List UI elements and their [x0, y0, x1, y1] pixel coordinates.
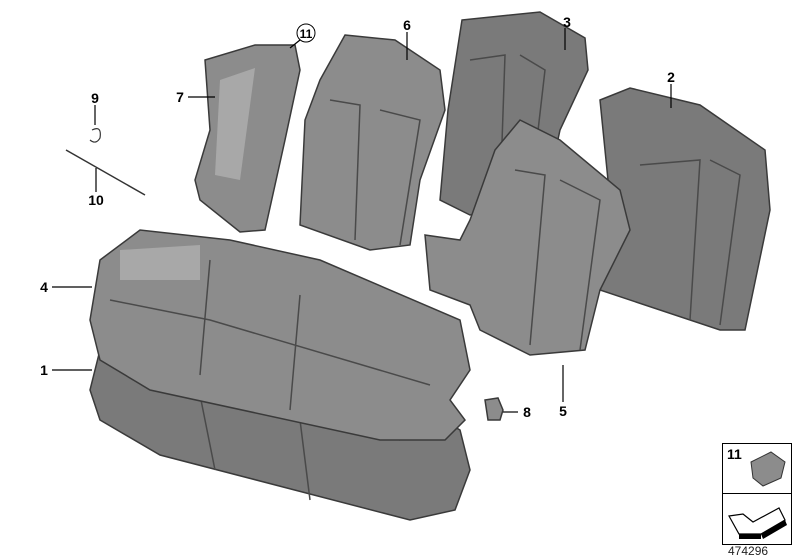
- callout-2: 2: [667, 69, 675, 85]
- callout-9: 9: [91, 90, 99, 106]
- part-10-wire[interactable]: [65, 149, 146, 196]
- leader-lines: [52, 28, 672, 413]
- legend-part-number: 11: [727, 446, 742, 462]
- part-4-seat-cover[interactable]: [89, 229, 471, 441]
- part-5-backrest[interactable]: [424, 119, 631, 356]
- callout-8: 8: [523, 404, 531, 420]
- callout-6: 6: [403, 17, 411, 33]
- part-6-backrest[interactable]: [299, 34, 446, 251]
- callout-1: 1: [40, 362, 48, 378]
- diagram-id: 474296: [728, 544, 769, 558]
- part-2-backrest[interactable]: [599, 87, 771, 331]
- callout-10: 10: [88, 192, 104, 208]
- callout-4: 4: [40, 279, 48, 295]
- legend-part-11: 11: [723, 444, 791, 493]
- callout-3: 3: [563, 14, 571, 30]
- arrow-icon: [728, 507, 787, 539]
- part-7-side-panel[interactable]: [194, 44, 301, 233]
- callout-5: 5: [559, 403, 567, 419]
- part-9-clip[interactable]: [89, 128, 101, 143]
- part-8-clip[interactable]: [484, 397, 504, 421]
- legend-box: 11: [722, 443, 792, 545]
- legend-arrow: [723, 493, 791, 543]
- callout-7: 7: [176, 89, 184, 105]
- callout-11: 11: [296, 23, 316, 43]
- clip-icon: [750, 451, 786, 487]
- svg-text:11: 11: [300, 27, 313, 41]
